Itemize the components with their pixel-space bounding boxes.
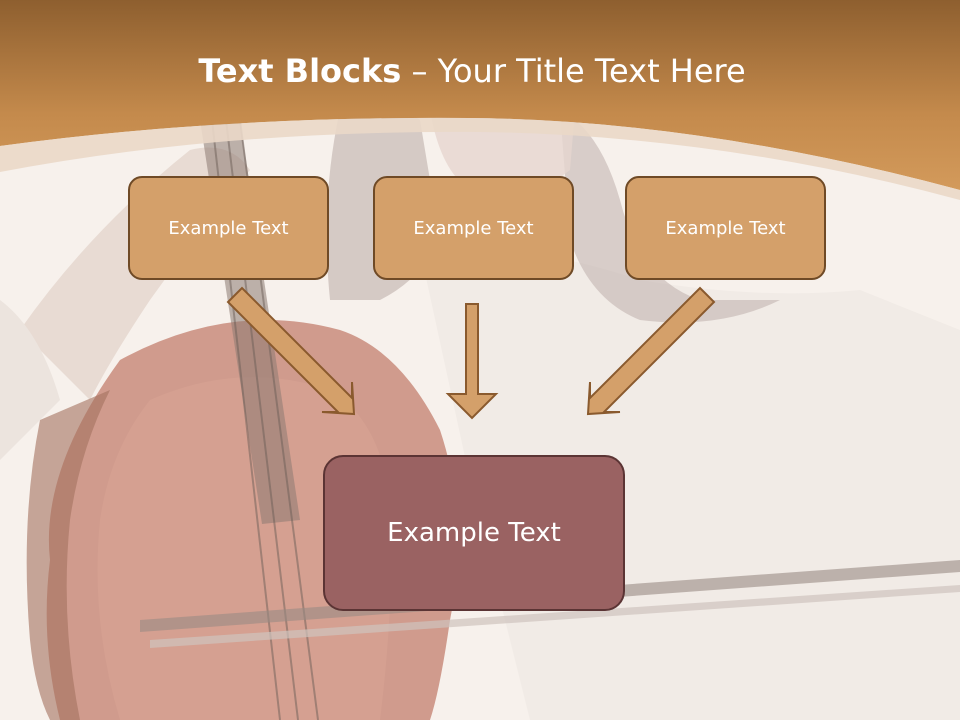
- title-bold: Text Blocks: [198, 52, 402, 90]
- title-rest: – Your Title Text Here: [401, 52, 746, 90]
- text-block-1[interactable]: Example Text: [128, 176, 329, 280]
- text-block-1-label: Example Text: [168, 217, 289, 239]
- text-block-2[interactable]: Example Text: [373, 176, 574, 280]
- cello-edge: [26, 390, 111, 720]
- header-swoosh: [0, 117, 960, 200]
- sleeve-shape: [0, 300, 60, 460]
- text-block-2-label: Example Text: [413, 217, 534, 239]
- header-band: [0, 0, 960, 190]
- main-text-block[interactable]: Example Text: [323, 455, 625, 611]
- slide-title: Text Blocks – Your Title Text Here: [0, 52, 944, 90]
- hair-shape-right: [560, 110, 780, 323]
- text-block-3[interactable]: Example Text: [625, 176, 826, 280]
- text-block-3-label: Example Text: [665, 217, 786, 239]
- bow-hair: [150, 585, 960, 648]
- main-text-block-label: Example Text: [387, 518, 561, 548]
